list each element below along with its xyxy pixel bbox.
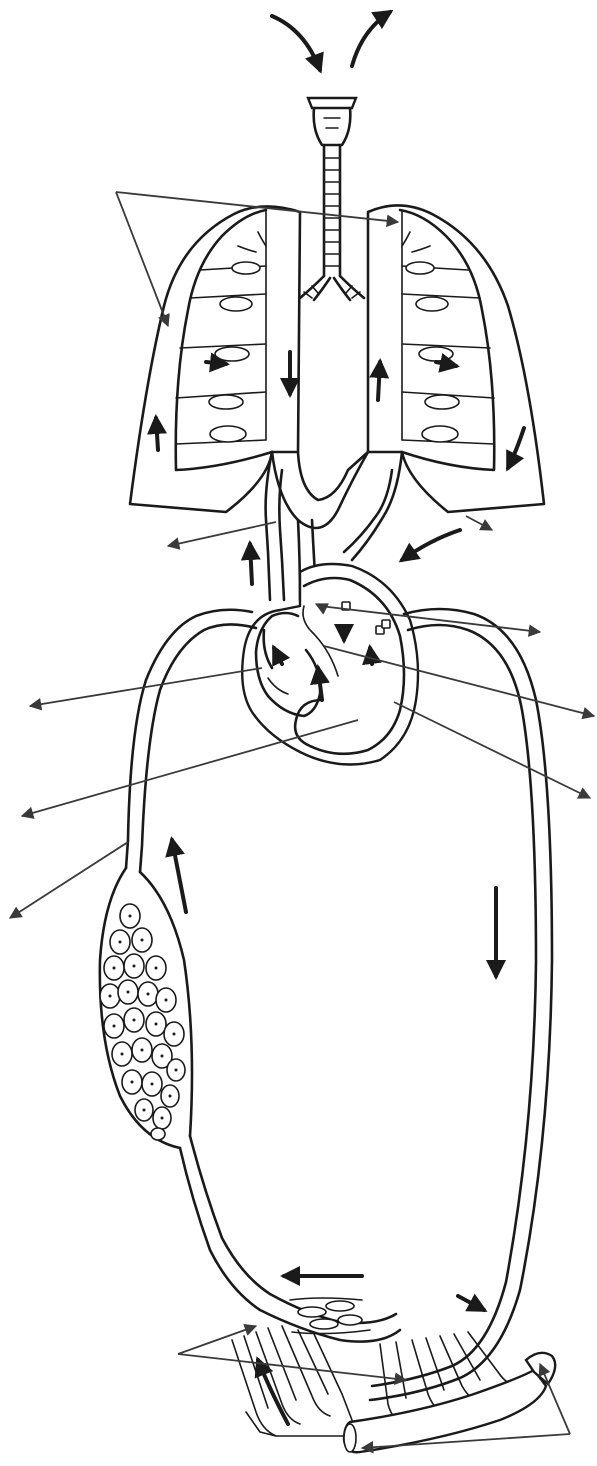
flow-arrows bbox=[156, 352, 524, 1424]
breath-out-arrow bbox=[352, 12, 390, 66]
organ-cells bbox=[100, 904, 185, 1140]
label-pointers bbox=[10, 192, 594, 1448]
right-lung bbox=[368, 205, 544, 512]
trachea bbox=[308, 98, 356, 276]
bronchi bbox=[300, 276, 364, 300]
breath-in-arrow bbox=[272, 16, 320, 70]
